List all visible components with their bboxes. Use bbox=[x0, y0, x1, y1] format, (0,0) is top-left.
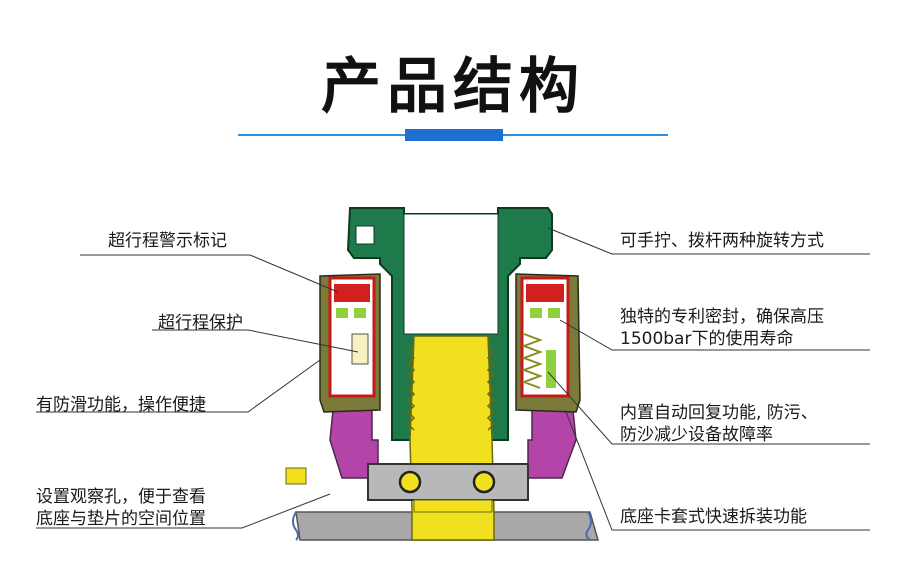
label-patent-seal-line2: 1500bar下的使用寿命 bbox=[620, 329, 794, 349]
gasket-part bbox=[285, 467, 307, 485]
stem-neck bbox=[413, 499, 493, 513]
label-anti-slip: 有防滑功能，操作便捷 bbox=[36, 395, 206, 415]
overtravel-pin bbox=[351, 333, 369, 365]
label-observation-hole-line2: 底座与垫片的空间位置 bbox=[36, 509, 206, 529]
seal-green-left-2 bbox=[354, 308, 366, 318]
base-plate-wave-right bbox=[585, 511, 592, 541]
label-observation-hole-line1: 设置观察孔，便于查看 bbox=[36, 487, 206, 507]
spring-icon bbox=[521, 333, 543, 389]
thread-left bbox=[406, 345, 416, 431]
nut bbox=[367, 463, 529, 501]
seal-green-right-1 bbox=[530, 308, 542, 318]
label-quick-disassembly: 底座卡套式快速拆装功能 bbox=[620, 507, 807, 527]
label-overtravel-protection: 超行程保护 bbox=[158, 313, 243, 333]
label-overtravel-warning-mark: 超行程警示标记 bbox=[108, 231, 227, 251]
label-patent-seal-line1: 独特的专利密封，确保高压 bbox=[620, 307, 824, 327]
label-auto-return-line2: 防沙减少设备故障率 bbox=[620, 425, 773, 445]
leader-lines bbox=[36, 227, 870, 531]
base-plate-wave-left bbox=[292, 511, 299, 541]
spring-guide bbox=[546, 350, 556, 388]
seal-green-left-1 bbox=[336, 308, 348, 318]
observation-hole-left bbox=[398, 470, 422, 494]
seal-top-left bbox=[334, 284, 370, 302]
seal-green-right-2 bbox=[548, 308, 560, 318]
handle-bore bbox=[403, 213, 499, 335]
observation-hole-right bbox=[472, 470, 496, 494]
page-title: 产品结构 bbox=[321, 52, 585, 122]
label-rotation-modes: 可手拧、拨杆两种旋转方式 bbox=[620, 231, 824, 251]
label-auto-return-line1: 内置自动回复功能, 防污、 bbox=[620, 403, 818, 423]
thread-right bbox=[486, 345, 496, 431]
title-divider-accent bbox=[405, 129, 503, 141]
seal-top-right bbox=[526, 284, 564, 302]
handle-notch bbox=[355, 225, 375, 245]
